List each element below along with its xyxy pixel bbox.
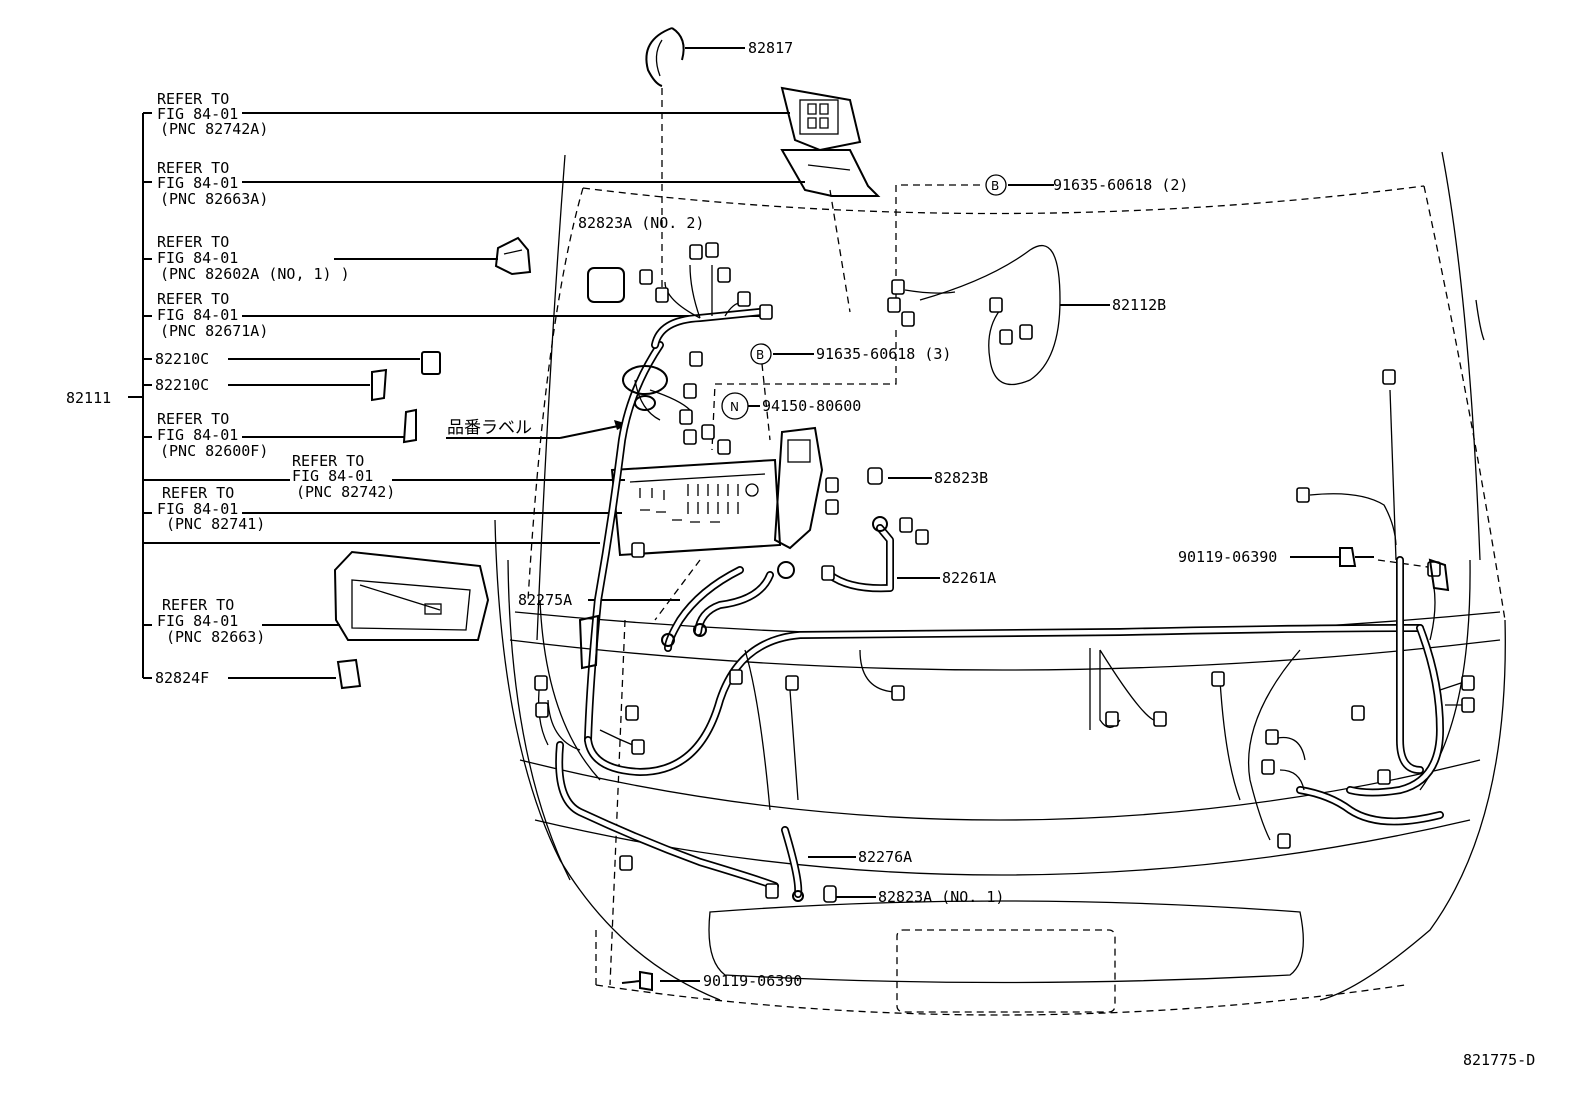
part-label-82276a: 82276A — [858, 848, 912, 866]
junction-block — [610, 426, 824, 557]
svg-text:FIG 84-01: FIG 84-01 — [157, 249, 238, 267]
ground-terminals — [622, 365, 888, 902]
part-label-82823a-no2: 82823A (NO. 2) — [578, 214, 704, 232]
circle-marker-b-upper: B — [985, 174, 1007, 196]
callout-ref-82663a: REFER TO FIG 84-01 (PNC 82663A) — [157, 159, 268, 208]
branch-wires — [538, 244, 1471, 841]
callout-82824f: 82824F — [155, 669, 209, 687]
relay-block-top — [780, 86, 881, 197]
bracket-right-fender — [1428, 558, 1450, 592]
part-label-91635-2: 91635-60618 (2) — [1053, 176, 1188, 194]
callout-bracket — [128, 112, 600, 679]
svg-text:(PNC 82602A (NO, 1) ): (PNC 82602A (NO, 1) ) — [160, 265, 350, 283]
bolt-90119-right — [1339, 547, 1374, 567]
callout-ref-82671a: REFER TO FIG 84-01 (PNC 82671A) — [157, 290, 268, 340]
svg-text:(PNC 82663): (PNC 82663) — [166, 628, 265, 646]
svg-text:(PNC 82600F): (PNC 82600F) — [160, 442, 268, 460]
callout-ref-82602a: REFER TO FIG 84-01 (PNC 82602A (NO, 1) ) — [157, 233, 350, 283]
clamp-82817 — [645, 27, 685, 87]
part-label-90119-right: 90119-06390 — [1178, 548, 1277, 566]
connectors — [534, 242, 1475, 903]
svg-text:(PNC 82742): (PNC 82742) — [296, 483, 395, 501]
svg-text:REFER TO: REFER TO — [157, 290, 229, 308]
part-label-91635-3: 91635-60618 (3) — [816, 345, 951, 363]
callout-ref-82600f: REFER TO FIG 84-01 (PNC 82600F) — [157, 410, 268, 460]
svg-text:REFER TO: REFER TO — [157, 233, 229, 251]
svg-text:REFER TO: REFER TO — [157, 410, 229, 428]
callout-ref-82742: REFER TO FIG 84-01 (PNC 82742) — [292, 452, 395, 501]
callout-82210c-upper: 82210C — [155, 350, 209, 368]
main-part-number: 82111 — [66, 389, 111, 407]
part-label-90119-bottom: 90119-06390 — [703, 972, 802, 990]
svg-text:FIG 84-01: FIG 84-01 — [157, 500, 238, 518]
svg-text:B: B — [991, 179, 999, 193]
bracket-left-fender — [578, 614, 600, 670]
part-label-82817: 82817 — [748, 39, 793, 57]
svg-text:FIG 84-01: FIG 84-01 — [292, 467, 373, 485]
svg-text:REFER TO: REFER TO — [157, 90, 229, 108]
callout-ref-82741: REFER TO FIG 84-01 (PNC 82741) — [157, 484, 265, 533]
callout-ref-82742a: REFER TO FIG 84-01 (PNC 82742A) — [157, 90, 268, 138]
part-label-82261a: 82261A — [942, 569, 996, 587]
callout-ref-82663: REFER TO FIG 84-01 (PNC 82663) — [157, 596, 265, 646]
figure-code: 821775-D — [1463, 1051, 1535, 1069]
svg-text:REFER TO: REFER TO — [157, 159, 229, 177]
svg-text:REFER TO: REFER TO — [292, 452, 364, 470]
clip-82824f — [336, 658, 362, 690]
relay-82210c-lower — [371, 368, 388, 402]
fuse-82600f — [402, 408, 417, 444]
svg-text:FIG 84-01: FIG 84-01 — [157, 306, 238, 324]
part-label-82112b: 82112B — [1112, 296, 1166, 314]
wire-harness — [555, 308, 1444, 898]
bolt-90119-bottom — [621, 970, 653, 992]
svg-text:(PNC 82671A): (PNC 82671A) — [160, 322, 268, 340]
bracket-82602a — [494, 236, 532, 276]
svg-text:FIG 84-01: FIG 84-01 — [157, 612, 238, 630]
grommet-82823a-no2 — [587, 267, 625, 303]
svg-text:REFER TO: REFER TO — [162, 596, 234, 614]
svg-text:REFER TO: REFER TO — [162, 484, 234, 502]
part-number-label-marker: 品番ラベル — [447, 418, 532, 438]
relay-82210c-upper — [421, 351, 441, 375]
svg-text:FIG 84-01: FIG 84-01 — [157, 426, 238, 444]
callout-82210c-lower: 82210C — [155, 376, 209, 394]
circle-marker-b-lower: B — [750, 343, 772, 365]
part-label-82275a: 82275A — [518, 591, 572, 609]
assembly-guide-lines — [609, 88, 1436, 986]
fusebox-cover-82663 — [333, 550, 490, 641]
svg-text:B: B — [756, 348, 764, 362]
svg-text:FIG 84-01: FIG 84-01 — [157, 105, 238, 123]
svg-text:N: N — [730, 400, 739, 414]
circle-marker-n: N — [721, 392, 749, 420]
vehicle-body-outline — [494, 151, 1506, 1016]
svg-text:FIG 84-01: FIG 84-01 — [157, 174, 238, 192]
svg-text:(PNC 82741): (PNC 82741) — [166, 515, 265, 533]
part-label-94150: 94150-80600 — [762, 397, 861, 415]
part-label-82823b: 82823B — [934, 469, 988, 487]
leader-lines — [228, 47, 1340, 982]
svg-text:(PNC 82663A): (PNC 82663A) — [160, 190, 268, 208]
part-label-82823a-no1: 82823A (NO. 1) — [878, 888, 1004, 906]
svg-text:(PNC 82742A): (PNC 82742A) — [160, 120, 268, 138]
